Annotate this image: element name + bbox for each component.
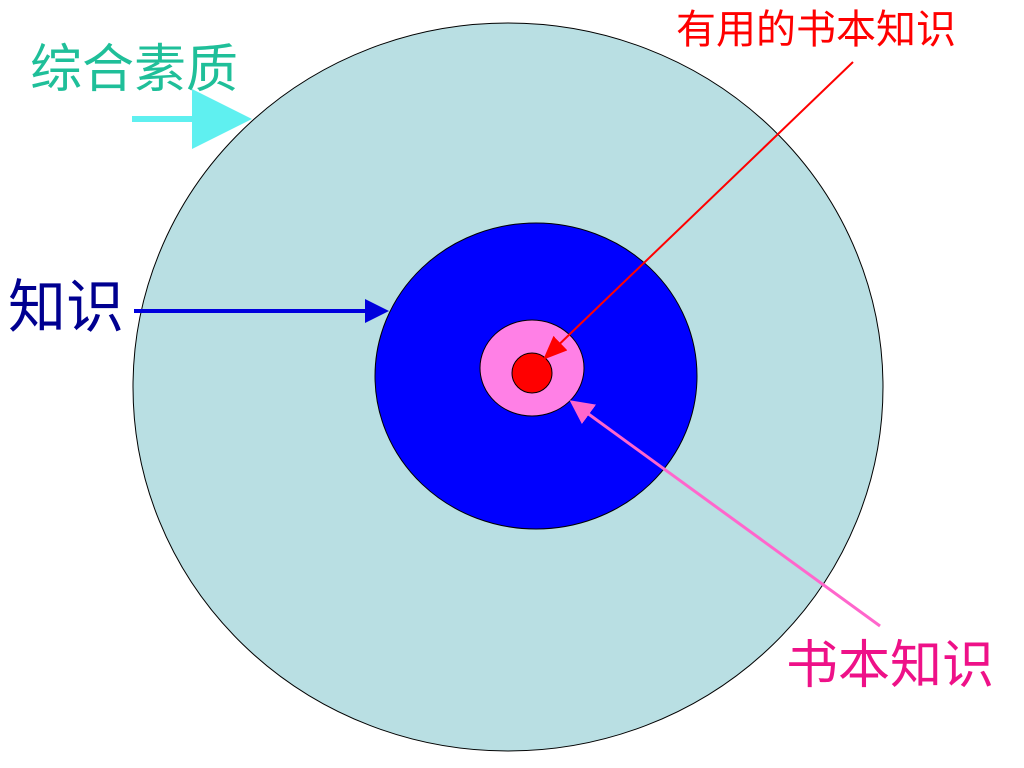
overall-quality-label: 综合素质 (30, 40, 239, 100)
useful-book-knowledge-label: 有用的书本知识 (676, 7, 956, 53)
useful-knowledge-arrow (543, 61, 854, 360)
book-knowledge-arrow (569, 400, 881, 628)
knowledge-label: 知识 (8, 273, 125, 341)
useful-knowledge-circle (511, 352, 553, 394)
book-knowledge-label: 书本知识 (786, 636, 995, 696)
